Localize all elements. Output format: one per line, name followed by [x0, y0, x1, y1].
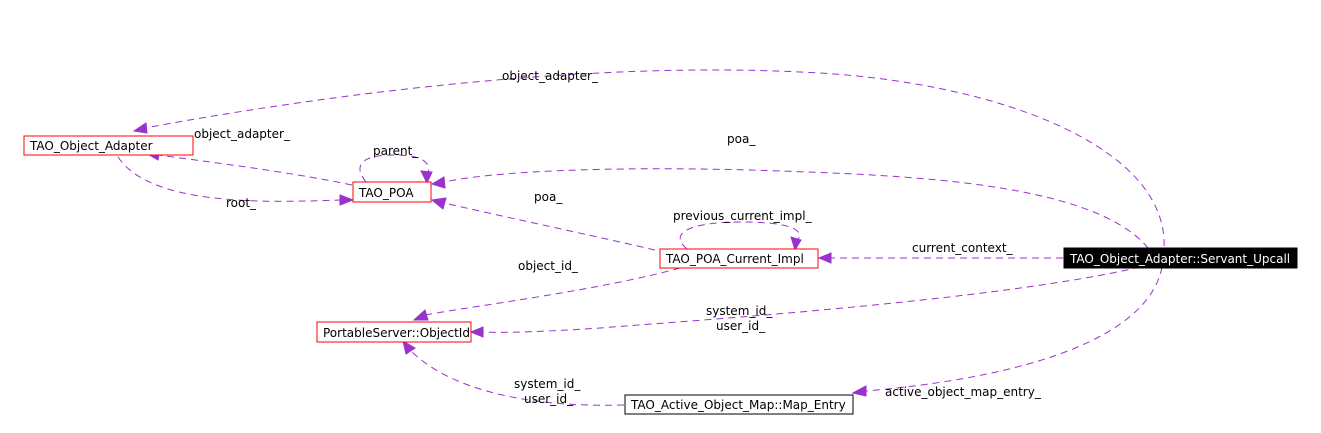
arrowhead	[132, 122, 148, 134]
edge-label: user_id_	[716, 319, 766, 333]
edge-adapter-root	[117, 156, 341, 202]
node-map-entry[interactable]: TAO_Active_Object_Map::Map_Entry	[624, 394, 854, 415]
edge-label: current_context_	[912, 241, 1014, 255]
node-portableserver-objectid[interactable]: PortableServer::ObjectId	[316, 321, 472, 343]
edge-label: object_adapter_	[194, 127, 291, 141]
arrowhead	[430, 176, 446, 189]
edge-upcall-object-id	[481, 266, 1141, 333]
node-tao-object-adapter[interactable]: TAO_Object_Adapter	[23, 135, 194, 156]
edge-upcall-object-adapter	[144, 69, 1165, 259]
arrowhead	[790, 236, 802, 252]
node-label: PortableServer::ObjectId	[323, 326, 470, 340]
edge-label: previous_current_impl_	[673, 209, 813, 223]
arrowhead	[339, 194, 355, 206]
edge-label: parent_	[373, 144, 419, 158]
arrowhead	[402, 339, 416, 355]
node-label: TAO_Active_Object_Map::Map_Entry	[630, 398, 846, 412]
arrowhead	[412, 309, 429, 321]
node-tao-poa[interactable]: TAO_POA	[352, 181, 432, 203]
edge-upcall-map-entry	[865, 266, 1163, 392]
edge-poa-object-adapter	[157, 154, 353, 186]
edge-label: system_id_	[514, 377, 581, 391]
node-label: TAO_POA_Current_Impl	[665, 252, 804, 266]
arrowhead	[469, 326, 484, 338]
edge-label: root_	[226, 196, 257, 210]
edge-label: active_object_map_entry_	[885, 385, 1042, 399]
edge-current-previous	[679, 221, 800, 250]
arrowhead	[817, 252, 832, 264]
node-tao-poa-current-impl[interactable]: TAO_POA_Current_Impl	[659, 248, 819, 269]
edge-label: object_id_	[518, 259, 579, 273]
edge-current-poa	[443, 202, 656, 251]
edge-label: poa_	[534, 190, 563, 204]
edge-label: system_id_	[706, 304, 773, 318]
node-servant-upcall[interactable]: TAO_Object_Adapter::Servant_Upcall	[1063, 247, 1298, 269]
node-label: TAO_Object_Adapter	[29, 139, 153, 153]
edge-label: poa_	[727, 132, 756, 146]
edge-current-object-id	[424, 267, 681, 316]
node-label: TAO_POA	[358, 186, 414, 200]
edge-label: user_id_	[524, 392, 574, 406]
arrowhead	[420, 170, 433, 185]
edge-poa-parent	[359, 154, 430, 183]
arrowhead	[851, 385, 867, 397]
edge-upcall-poa	[443, 168, 1156, 259]
node-label: TAO_Object_Adapter::Servant_Upcall	[1069, 252, 1290, 266]
edge-entry-object-id	[409, 349, 625, 406]
edge-label: object_adapter_	[502, 69, 599, 83]
arrowhead	[430, 197, 447, 210]
